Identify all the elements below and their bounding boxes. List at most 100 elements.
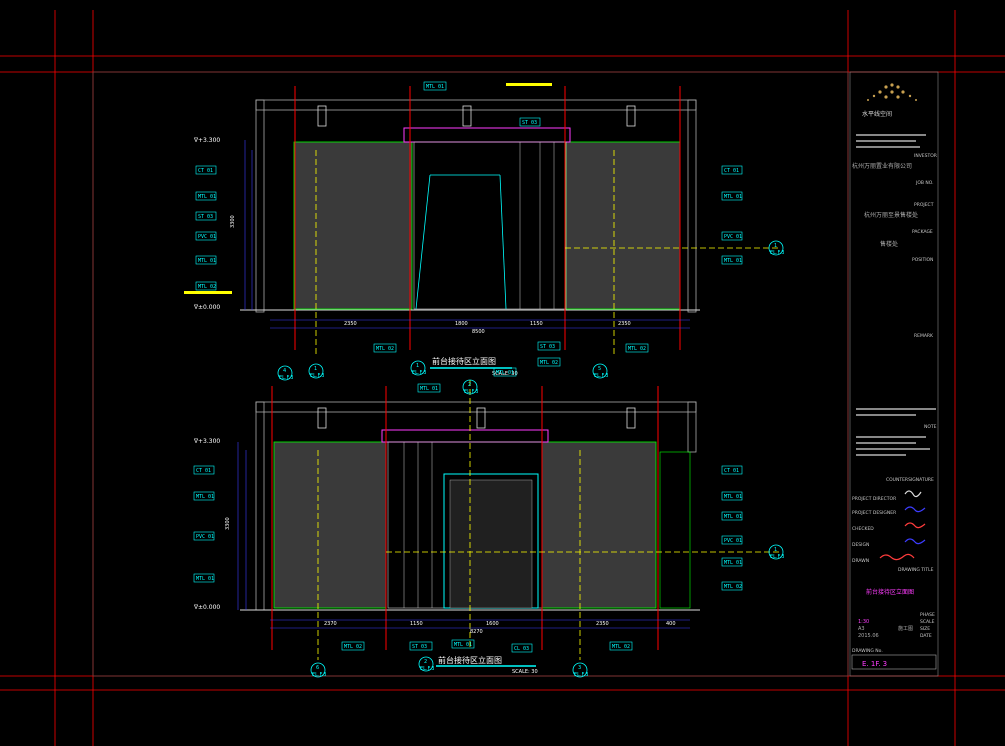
svg-text:ST 03: ST 03 <box>198 214 213 220</box>
svg-text:MTL 01: MTL 01 <box>196 576 214 582</box>
project-value: 杭州万丽至景售楼处 <box>864 211 918 219</box>
upper-title: 前台接待区立面图 <box>432 356 496 366</box>
svg-text:1: 1 <box>774 243 777 249</box>
drawing-no-label: DRAWING No. <box>852 648 883 654</box>
svg-text:CT 01: CT 01 <box>724 168 739 174</box>
lower-tags-right: CT 01 MTL 01 MTL 01 PVC 01 MTL 01 MTL 02 <box>721 465 743 591</box>
lower-dim-vertical: 3300 <box>225 517 231 530</box>
upper-level-top: ∇+3.300 <box>193 137 220 144</box>
signature-3-icon <box>904 522 926 529</box>
upper-dim-total: 8500 <box>472 329 485 335</box>
lower-tag-bottom-0 <box>341 641 365 651</box>
role-3: DESIGN <box>852 542 869 548</box>
svg-text:PVC 01: PVC 01 <box>724 538 742 544</box>
upper-level-base: ∇±0.000 <box>193 304 220 311</box>
lower-markers[interactable]: 2 EL.F.3 6 EL.F.3 2 EL.F.3 3 EL.F.3 1 EL… <box>310 379 784 678</box>
svg-text:MTL 01: MTL 01 <box>724 560 742 566</box>
svg-text:MTL 01: MTL 01 <box>724 194 742 200</box>
svg-text:EL.F.3: EL.F.3 <box>574 672 588 678</box>
svg-text:6: 6 <box>316 665 319 671</box>
date-label: DATE <box>920 633 932 639</box>
project-label: PROJECT <box>914 202 934 208</box>
lower-dim-2: 1600 <box>486 621 499 627</box>
client-value: 杭州万丽置业有限公司 <box>852 162 912 170</box>
svg-text:MTL 02: MTL 02 <box>724 584 742 590</box>
upper-markers[interactable]: 4 EL.F.3 1 EL.F.3 1 EL.F.3 5 EL.F.3 1 EL… <box>277 240 784 381</box>
drawing-title-label: DRAWING TITLE <box>898 567 934 573</box>
job-label: JOB NO. <box>915 180 934 186</box>
signature-5-icon <box>879 553 915 561</box>
size-label: SIZE <box>920 626 930 632</box>
upper-tag-bottom-1-label: ST 03 <box>540 344 555 350</box>
lower-tag-bottom-3 <box>511 643 533 653</box>
phase-value: 施工图 <box>898 625 913 632</box>
svg-text:EL.F.3: EL.F.3 <box>312 672 326 678</box>
upper-tag-bottom-0-label: MTL 02 <box>376 346 394 352</box>
upper-tag-bottom-2 <box>537 357 561 367</box>
inner-border <box>92 71 849 677</box>
lower-tag-bottom-3-label: CL 03 <box>514 646 529 652</box>
svg-text:CT 01: CT 01 <box>198 168 213 174</box>
drawing-no-value: E. 1F. 3 <box>862 660 887 668</box>
svg-text:2: 2 <box>424 659 427 665</box>
svg-text:3: 3 <box>578 665 581 671</box>
role-0: PROJECT DIRECTOR <box>852 496 896 502</box>
scale-value: 1:30 <box>858 619 869 625</box>
svg-text:EL.F.3: EL.F.3 <box>770 554 784 560</box>
lower-scale: SCALE: 30 <box>512 669 538 675</box>
upper-tag-top-1 <box>519 117 541 127</box>
upper-tags-left: CT 01 MTL 01 ST 03 PVC 01 MTL 01 MTL 02 <box>184 165 232 294</box>
signature-2-icon <box>904 506 926 513</box>
svg-text:4: 4 <box>283 368 286 374</box>
upper-tag-top-0-label: MTL 01 <box>426 84 444 90</box>
lower-tag-top-0 <box>417 383 441 393</box>
lower-tag-bottom-1-label: ST 03 <box>412 644 427 650</box>
lower-level-base: ∇±0.000 <box>193 604 220 611</box>
svg-text:2: 2 <box>468 382 471 388</box>
lower-dim-5: 400 <box>666 621 676 627</box>
signature-4-icon <box>904 538 926 545</box>
upper-tag-bottom-3 <box>625 343 649 353</box>
logo-text: 水平线空间 <box>862 110 892 118</box>
lower-tags-left: CT 01 MTL 01 PVC 01 MTL 01 <box>193 465 215 583</box>
phase-label: PHASE <box>920 612 935 618</box>
lower-title: 前台接待区立面图 <box>438 655 502 665</box>
role-1: PROJECT DESIGNER <box>852 510 896 516</box>
upper-scale: SCALE: 30 <box>492 371 518 377</box>
package-label: PACKAGE <box>912 229 933 235</box>
upper-dim-3: 1800 <box>455 321 468 327</box>
lower-dim-1: 1150 <box>410 621 423 627</box>
scale-label: SCALE <box>920 619 935 625</box>
svg-text:MTL 02: MTL 02 <box>198 284 216 290</box>
svg-text:5: 5 <box>598 366 601 372</box>
logo-icon <box>867 83 917 101</box>
svg-text:1: 1 <box>416 363 419 369</box>
client-label: INVESTOR <box>914 153 937 159</box>
position-label: POSITION <box>912 257 933 263</box>
svg-text:EL.F.3: EL.F.3 <box>464 389 478 395</box>
upper-dim-5: 2350 <box>618 321 631 327</box>
svg-text:MTL 01: MTL 01 <box>724 514 742 520</box>
package-value: 售楼处 <box>880 240 898 248</box>
upper-dim-4: 1150 <box>530 321 543 327</box>
lower-tag-bottom-2 <box>451 639 475 649</box>
svg-text:CT 01: CT 01 <box>196 468 211 474</box>
lower-tag-bottom-2-label: MTL 01 <box>454 642 472 648</box>
svg-text:MTL 01: MTL 01 <box>724 258 742 264</box>
svg-text:PVC 01: PVC 01 <box>196 534 214 540</box>
svg-text:EL.F.3: EL.F.3 <box>770 250 784 256</box>
svg-text:1: 1 <box>774 547 777 553</box>
lower-level-top: ∇+3.300 <box>193 438 220 445</box>
svg-text:PVC 01: PVC 01 <box>724 234 742 240</box>
upper-elevation[interactable]: ∇+3.300 ∇±0.000 2350 1800 1150 2350 8500… <box>184 81 784 381</box>
note-label: NOTE <box>924 424 937 430</box>
sheet-frame <box>0 10 1005 746</box>
date-value: 2015.06 <box>858 633 879 639</box>
svg-text:MTL 01: MTL 01 <box>724 494 742 500</box>
lower-tag-bottom-4-label: MTL 02 <box>612 644 630 650</box>
lower-tag-bottom-1 <box>409 641 433 651</box>
svg-text:MTL 01: MTL 01 <box>198 258 216 264</box>
upper-tag-bottom-1 <box>537 341 561 351</box>
lower-elevation[interactable]: ∇+3.300 ∇±0.000 2370 1150 1600 2350 400 … <box>193 367 784 678</box>
